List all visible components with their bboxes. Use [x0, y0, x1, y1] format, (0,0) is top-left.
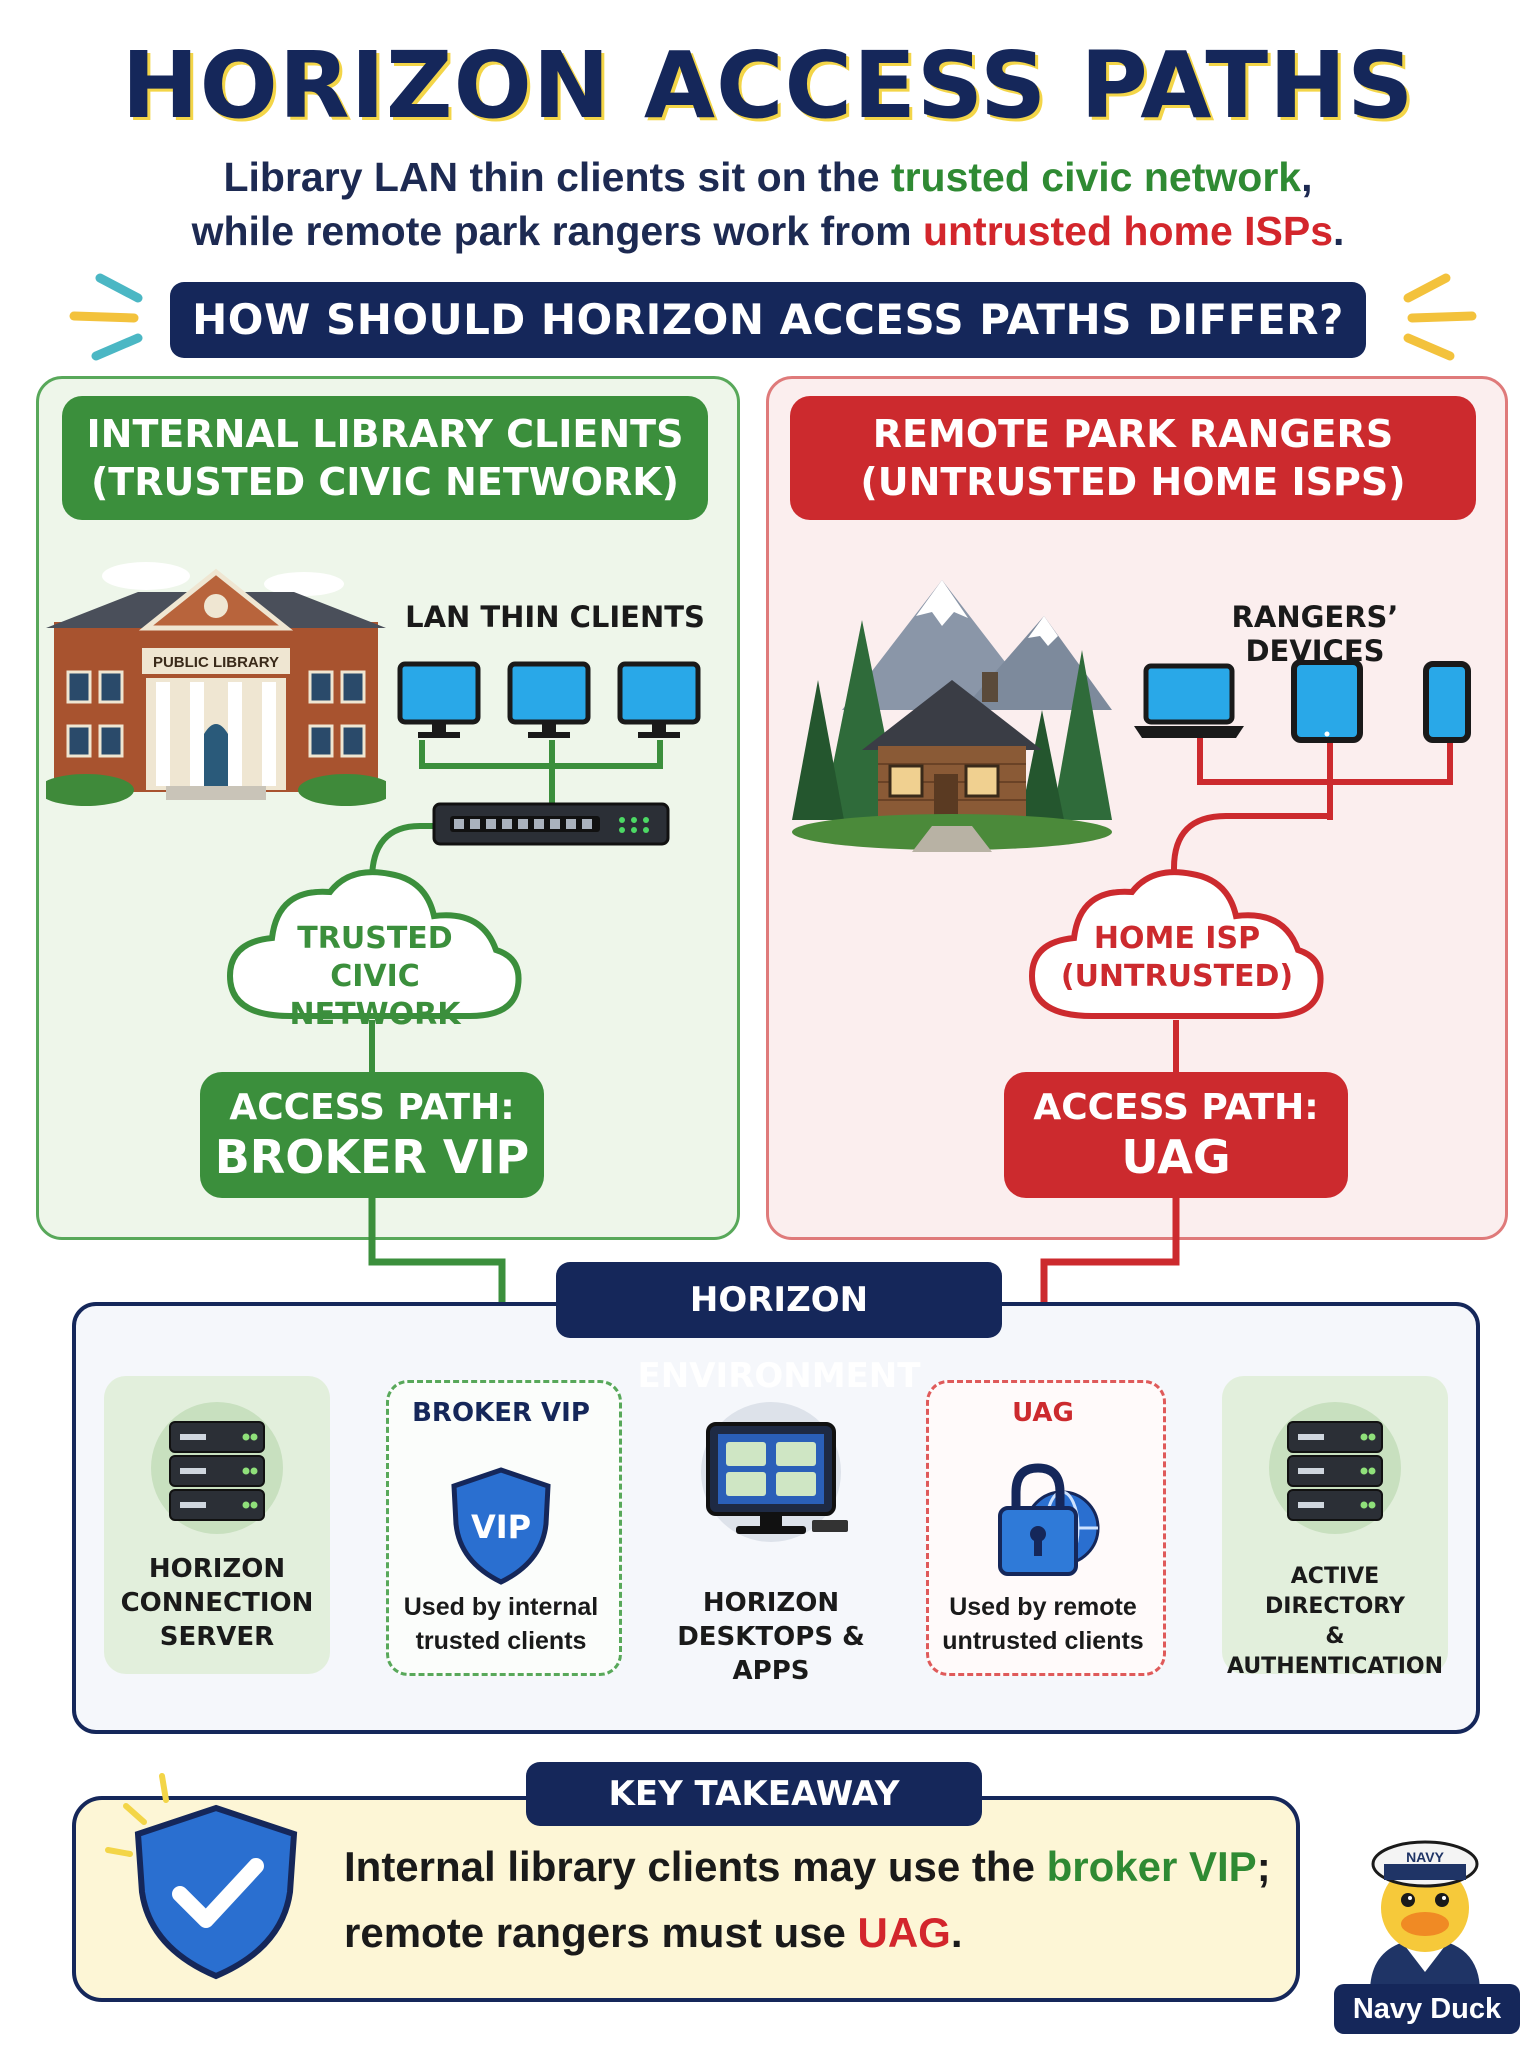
subtitle-text: Library LAN thin clients sit on the	[223, 154, 891, 200]
broker-vip-tile	[386, 1380, 622, 1676]
thin-client-monitors	[397, 661, 701, 738]
ranger-devices	[1134, 660, 1471, 743]
home-isp-cloud-icon	[1028, 869, 1324, 1019]
desc-line: trusted clients	[415, 1627, 587, 1655]
takeaway-punct: .	[950, 1909, 963, 1956]
tile-label-line: ACTIVE DIRECTORY	[1265, 1564, 1405, 1619]
broker-vip-highlight: broker VIP	[1046, 1843, 1257, 1890]
trusted-highlight: trusted civic network	[890, 154, 1302, 200]
horizon-desktop-icon	[701, 1402, 848, 1542]
subtitle-punct: ,	[1301, 154, 1313, 200]
subtitle-text: while remote park rangers work from	[191, 208, 923, 254]
cloud-line: HOME ISP	[1093, 921, 1261, 956]
key-takeaway-label: KEY TAKEAWAY	[526, 1762, 982, 1826]
tile-label-line: CONNECTION	[120, 1588, 314, 1618]
network-switch-icon	[432, 802, 670, 846]
access-path-value: UAG	[1121, 1130, 1231, 1184]
active-directory-label: ACTIVE DIRECTORY & AUTHENTICATION	[1222, 1562, 1448, 1682]
burst-accent-right	[1403, 273, 1477, 361]
takeaway-text: Internal library clients may use the	[344, 1843, 1047, 1890]
subtitle: Library LAN thin clients sit on the trus…	[100, 150, 1436, 258]
server-rack-icon	[151, 1402, 283, 1534]
cabin-mountains-illustration	[792, 580, 1112, 852]
library-building-illustration: PUBLIC LIBRARY	[46, 562, 386, 806]
remote-header-line: (UNTRUSTED HOME ISPS)	[860, 460, 1406, 504]
subtitle-punct: .	[1333, 208, 1345, 254]
desc-line: untrusted clients	[942, 1627, 1144, 1655]
tile-label-line: HORIZON	[148, 1554, 286, 1584]
navy-duck-mascot: NAVY	[1370, 1840, 1480, 1992]
home-isp-label: HOME ISP(UNTRUSTED)	[1042, 920, 1312, 996]
smartphone-icon	[1423, 661, 1471, 743]
tile-label-line: SERVER	[159, 1622, 275, 1652]
rangers-devices-label: RANGERS’ DEVICES	[1231, 600, 1399, 668]
laptop-icon	[1134, 663, 1244, 738]
mascot-cap-text: NAVY	[1406, 1849, 1445, 1865]
monitor-icon	[507, 661, 591, 738]
access-path-label: ACCESS PATH:	[229, 1087, 515, 1128]
mascot-label: Navy Duck	[1334, 1984, 1520, 2034]
internal-header: INTERNAL LIBRARY CLIENTS(TRUSTED CIVIC N…	[62, 396, 708, 520]
monitor-icon	[617, 661, 701, 738]
remote-header: REMOTE PARK RANGERS(UNTRUSTED HOME ISPS)	[790, 396, 1476, 520]
connection-server-label: HORIZON CONNECTION SERVER	[104, 1552, 330, 1654]
lan-thin-clients-label: LAN THIN CLIENTS	[405, 600, 705, 634]
broker-vip-title: BROKER VIP	[412, 1398, 590, 1428]
key-takeaway-text: Internal library clients may use the bro…	[344, 1834, 1284, 1966]
check-shield-icon	[105, 1773, 298, 1980]
question-banner: HOW SHOULD HORIZON ACCESS PATHS DIFFER?	[170, 282, 1366, 358]
tile-label-line: DESKTOPS & APPS	[677, 1622, 865, 1686]
vip-badge-text: VIP	[471, 1508, 531, 1546]
tablet-icon	[1291, 660, 1363, 743]
trusted-network-cloud-icon	[226, 869, 522, 1019]
untrusted-highlight: untrusted home ISPs	[922, 208, 1334, 254]
desc-line: Used by remote	[949, 1593, 1137, 1621]
uag-highlight: UAG	[857, 1909, 951, 1956]
internal-access-path: ACCESS PATH: BROKER VIP	[200, 1072, 544, 1198]
access-path-value: BROKER VIP	[214, 1130, 530, 1184]
takeaway-text: remote rangers must use	[344, 1909, 858, 1956]
uag-description: Used by remote untrusted clients	[926, 1590, 1160, 1658]
monitor-icon	[397, 661, 481, 738]
desc-line: Used by internal	[403, 1593, 599, 1621]
internal-header-line: INTERNAL LIBRARY CLIENTS	[86, 412, 684, 456]
library-sign: PUBLIC LIBRARY	[153, 654, 279, 671]
cloud-line: TRUSTED	[297, 921, 453, 956]
takeaway-punct: ;	[1256, 1843, 1271, 1890]
internal-header-line: (TRUSTED CIVIC NETWORK)	[90, 460, 680, 504]
broker-vip-description: Used by internal trusted clients	[386, 1590, 616, 1658]
lock-globe-icon	[998, 1463, 1100, 1576]
burst-accent-left	[69, 273, 143, 361]
access-path-label: ACCESS PATH:	[1033, 1087, 1319, 1128]
remote-access-path: ACCESS PATH: UAG	[1004, 1072, 1348, 1198]
horizon-desktops-label: HORIZON DESKTOPS & APPS	[646, 1586, 896, 1688]
vip-shield-icon: VIP	[451, 1467, 551, 1585]
cloud-line: (UNTRUSTED)	[1060, 959, 1294, 994]
cloud-line: CIVIC NETWORK	[289, 959, 461, 1032]
tile-label-line: & AUTHENTICATION	[1226, 1624, 1444, 1679]
tile-label-line: HORIZON	[702, 1588, 840, 1618]
server-rack-icon	[1269, 1402, 1401, 1534]
remote-header-line: REMOTE PARK RANGERS	[872, 412, 1394, 456]
horizon-environment-label: HORIZON ENVIRONMENT	[556, 1262, 1002, 1396]
page-title: HORIZON ACCESS PATHS	[121, 32, 1415, 139]
uag-title: UAG	[1012, 1398, 1074, 1428]
